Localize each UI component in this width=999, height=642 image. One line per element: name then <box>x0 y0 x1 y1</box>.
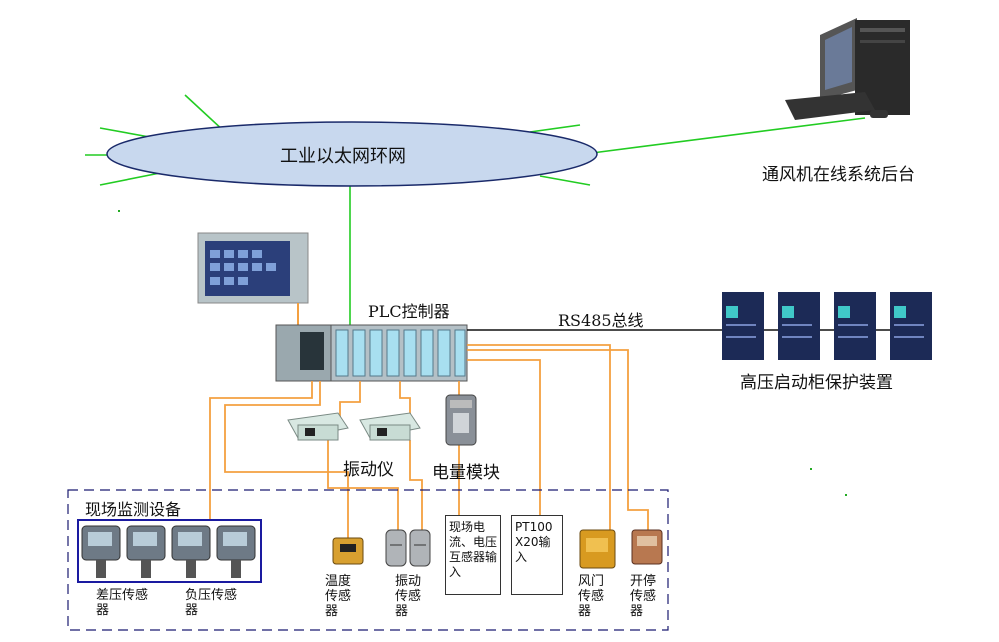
startstop-sensor-icon <box>631 529 663 565</box>
ring-spokes <box>85 94 866 325</box>
neg-pressure-label: 负压传感器 <box>185 588 238 618</box>
hmi-panel-icon <box>197 232 309 330</box>
temperature-label: 温度传感器 <box>325 574 352 619</box>
vibration-sensor-label: 振动传感器 <box>395 574 422 619</box>
protection-devices <box>722 292 932 360</box>
damper-sensor-icon <box>579 529 616 569</box>
bus-label: RS485总线 <box>558 311 644 330</box>
backend-label: 通风机在线系统后台 <box>762 165 915 185</box>
pressure-sensor-frame <box>77 519 262 583</box>
startstop-label: 开停传感器 <box>630 574 657 619</box>
ct-pt-input-box: 现场电流、电压互感器输入 <box>445 515 501 595</box>
vibration-meter-icons <box>287 412 421 441</box>
vibration-meter-label: 振动仪 <box>343 460 394 480</box>
vibration-sensor-icons <box>385 529 431 567</box>
ring-label: 工业以太网环网 <box>280 146 406 167</box>
stray-dots <box>118 210 847 496</box>
pressure-sensor-icons <box>81 525 256 578</box>
temperature-sensor-icon <box>332 537 364 565</box>
ethernet-ring <box>106 121 598 187</box>
backend-computer-icon <box>785 18 910 120</box>
power-module-label: 电量模块 <box>432 463 500 483</box>
plc-label: PLC控制器 <box>368 302 450 321</box>
damper-label: 风门传感器 <box>578 574 605 619</box>
protection-label: 高压启动柜保护装置 <box>740 373 893 393</box>
field-area-frame <box>67 489 669 631</box>
field-title: 现场监测设备 <box>85 500 182 519</box>
pt100-input-box: PT100 X20输入 <box>511 515 563 595</box>
diff-pressure-label: 差压传感器 <box>96 588 149 618</box>
power-module-icon <box>445 394 477 446</box>
plc-controller-icon <box>275 324 468 382</box>
field-wiring <box>209 344 649 538</box>
